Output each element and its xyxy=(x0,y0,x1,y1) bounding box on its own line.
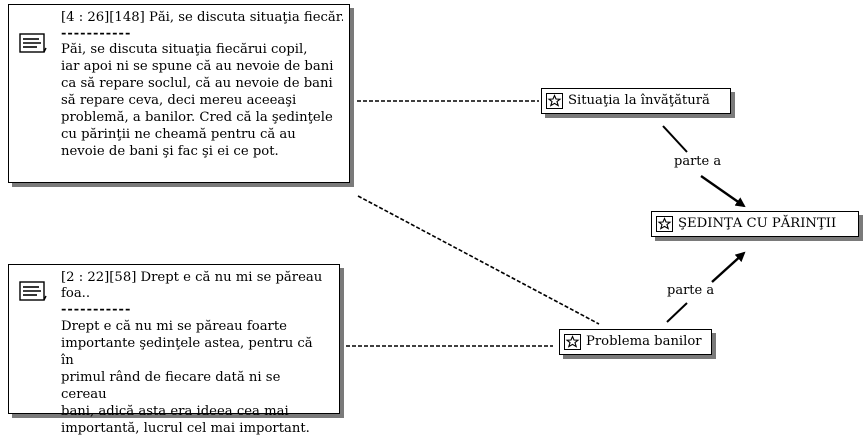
code-label: Problema banilor xyxy=(586,334,702,349)
code-label: ŞEDINŢA CU PĂRINŢII xyxy=(678,216,837,231)
code-icon xyxy=(546,93,563,109)
arrow-situatia-sedinta-part1 xyxy=(662,125,688,153)
quotation-header-continued: foa.. xyxy=(61,286,91,301)
document-icon xyxy=(19,33,47,53)
relation-label-situatia-sedinta: parte a xyxy=(674,154,722,169)
network-canvas xyxy=(346,100,746,347)
arrow-problema-sedinta-part1 xyxy=(666,302,688,323)
quotation-separator: ----------- xyxy=(61,26,132,41)
code-node-sedinta[interactable]: ŞEDINŢA CU PĂRINŢII xyxy=(651,211,859,237)
code-icon xyxy=(564,334,581,350)
code-icon xyxy=(656,216,673,232)
document-icon xyxy=(19,281,47,301)
quotation-text: Păi, se discuta situaţia fiecărui copil,… xyxy=(61,42,334,159)
quotation-text: Drept e că nu mi se păreau foarte import… xyxy=(61,319,313,436)
arrow-problema-sedinta-part2 xyxy=(711,251,746,283)
code-node-problema[interactable]: Problema banilor xyxy=(559,329,712,355)
quotation-header: [2 : 22][58] Drept e că nu mi se păreau xyxy=(61,270,323,285)
quotation-box-4-26[interactable]: [4 : 26][148] Păi, se discuta situaţia f… xyxy=(8,4,350,183)
quotation-header: [4 : 26][148] Păi, se discuta situaţia f… xyxy=(61,10,343,25)
link-quote1-problema xyxy=(357,195,600,325)
quotation-box-2-22[interactable]: [2 : 22][58] Drept e că nu mi se păreau … xyxy=(8,264,340,436)
code-node-situatia[interactable]: Situaţia la învăţătură xyxy=(541,88,731,114)
arrow-situatia-sedinta-part2 xyxy=(700,175,746,208)
quotation-separator: ----------- xyxy=(61,302,132,317)
relation-label-problema-sedinta: parte a xyxy=(667,283,715,298)
code-label: Situaţia la învăţătură xyxy=(568,93,710,108)
